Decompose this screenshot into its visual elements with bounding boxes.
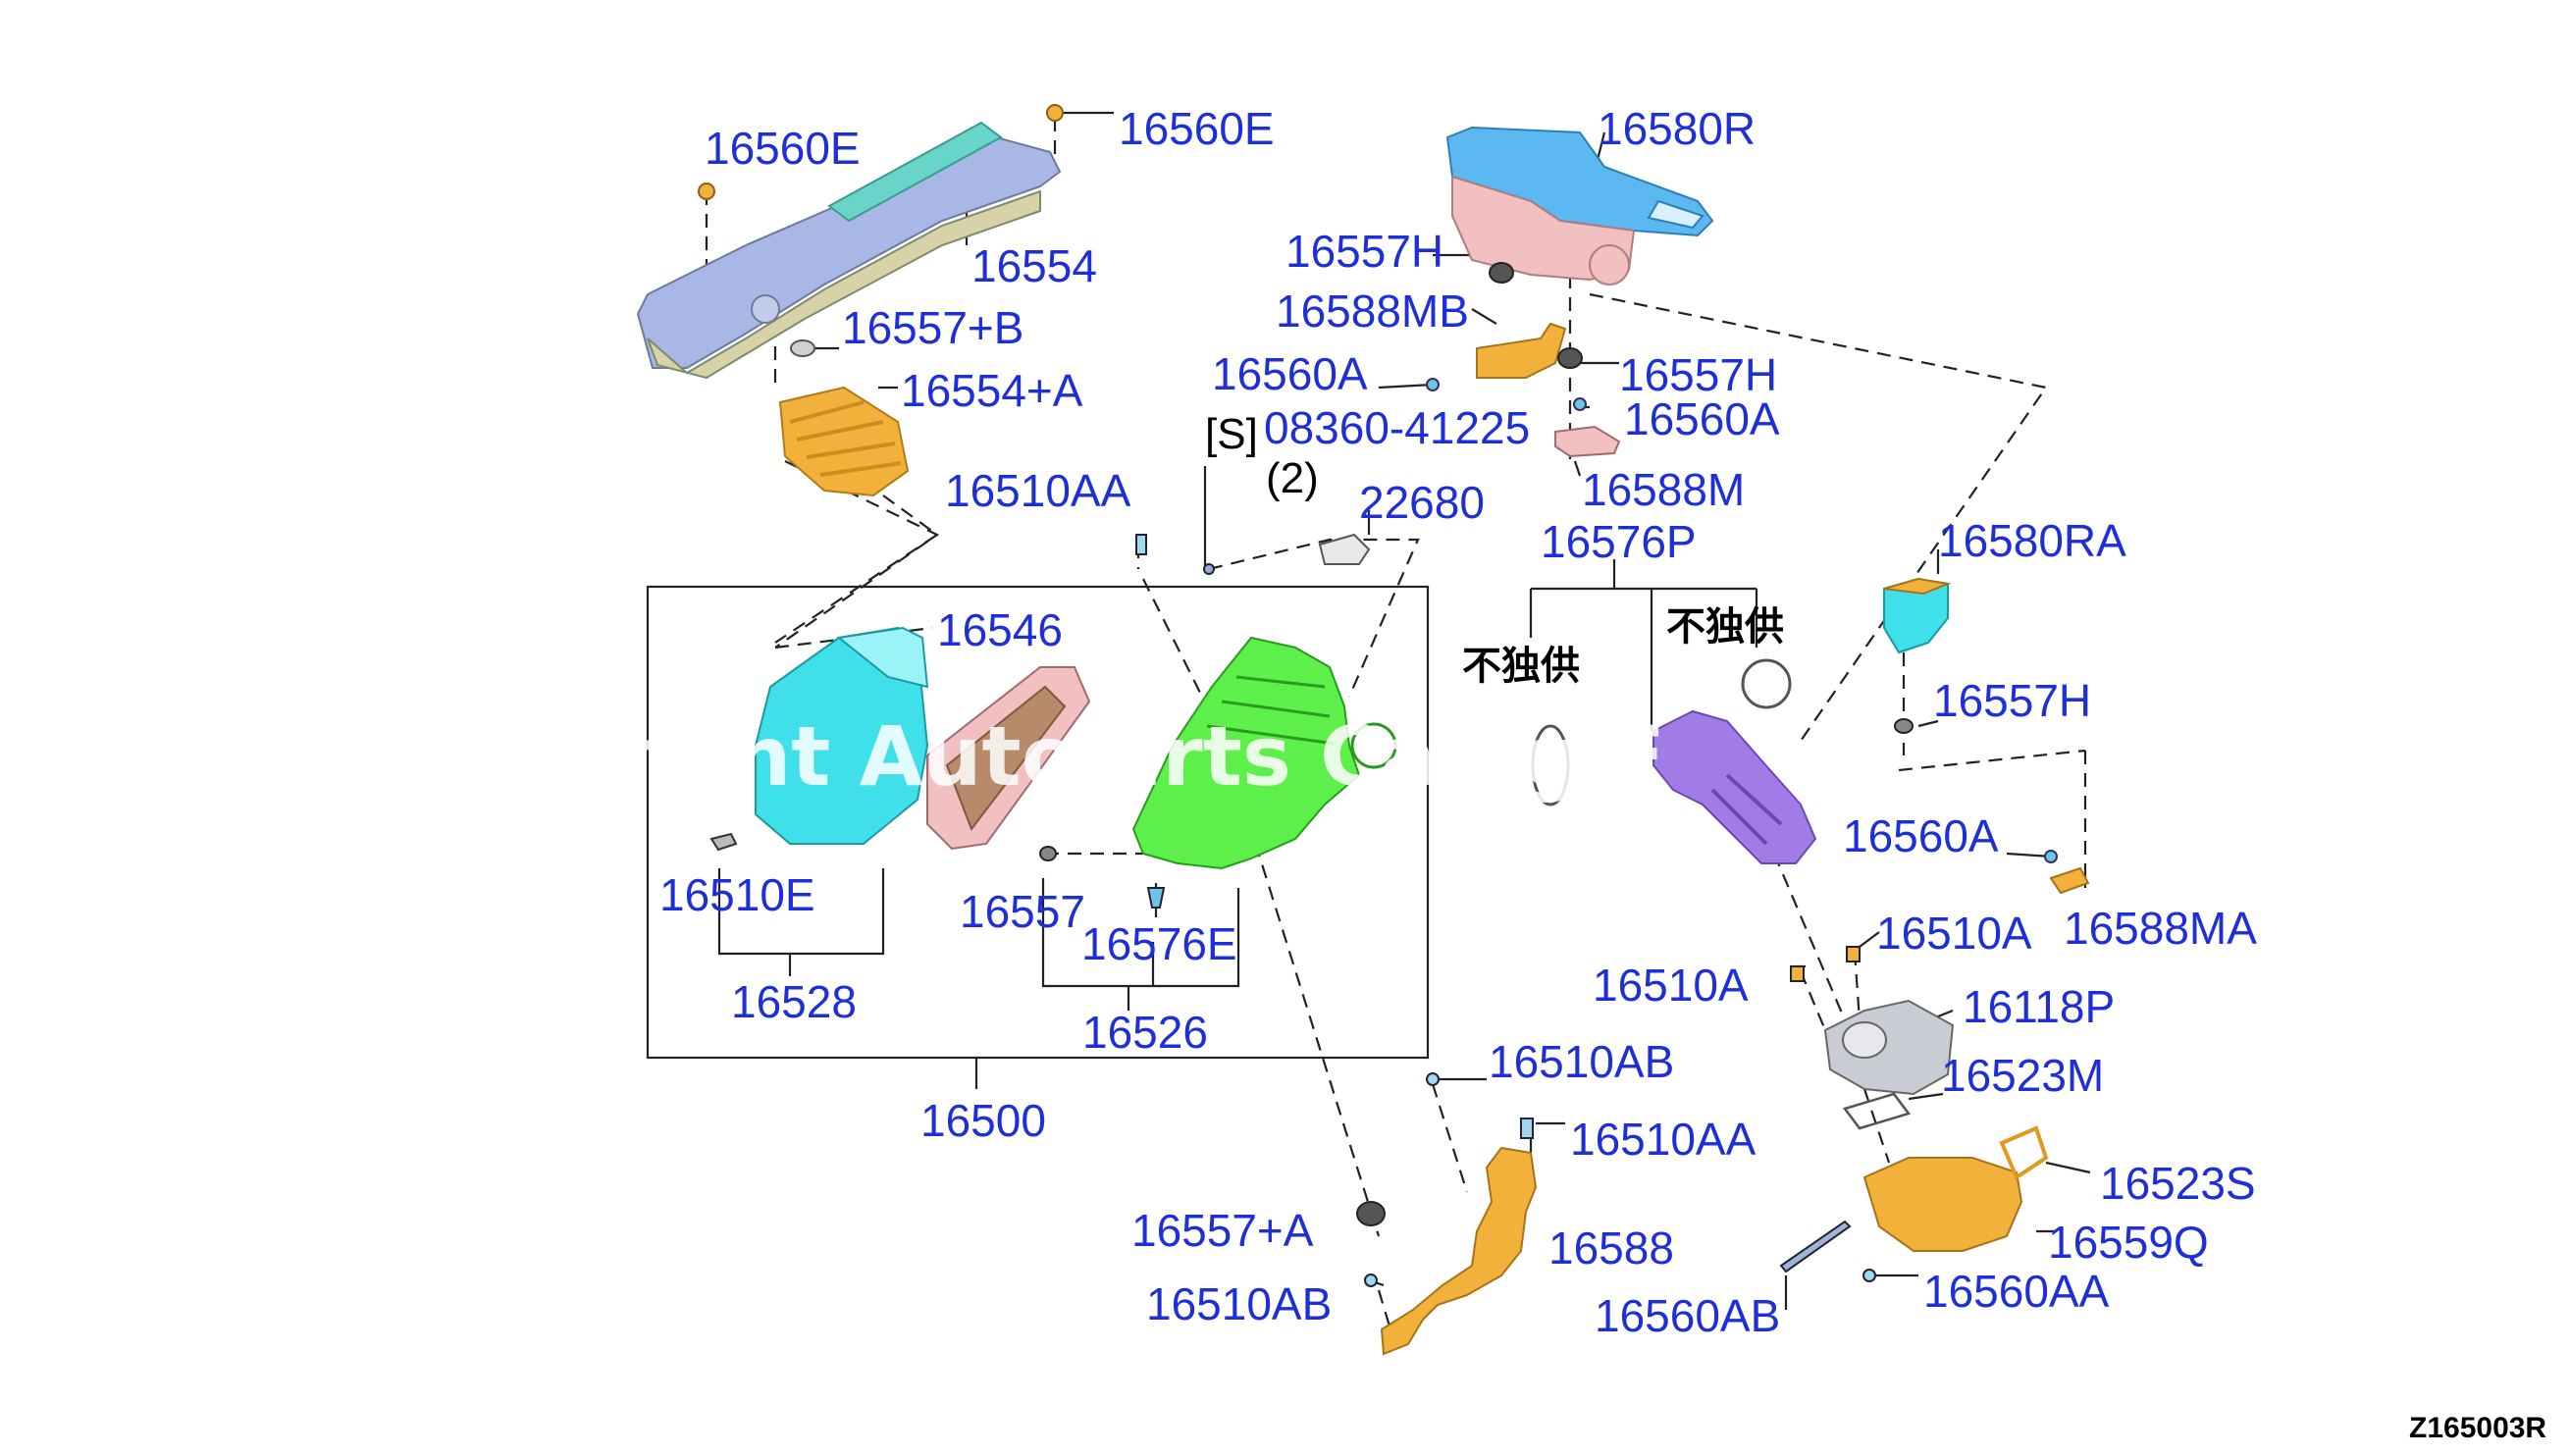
label-16557H-a[interactable]: 16557H xyxy=(1285,226,1443,277)
label-16557H-c[interactable]: 16557H xyxy=(1933,675,2091,726)
part-16526-upper-case xyxy=(1131,636,1397,870)
label-16510AA-b[interactable]: 16510AA xyxy=(1570,1114,1757,1165)
label-16510AA-a[interactable]: 16510AA xyxy=(945,465,1131,516)
label-16560AA[interactable]: 16560AA xyxy=(1923,1266,2110,1317)
part-16523M-gasket xyxy=(1842,1092,1912,1130)
label-16528[interactable]: 16528 xyxy=(731,976,857,1027)
part-16546-filter xyxy=(926,666,1091,851)
watermark-text: nant Auto arts Ca og F xyxy=(618,708,1665,805)
label-16588MB[interactable]: 16588MB xyxy=(1276,286,1469,337)
part-16576E-clip xyxy=(1146,887,1166,909)
part-16554-snorkel-duct xyxy=(636,121,1062,380)
part-16523S-gasket xyxy=(1999,1125,2049,1180)
label-16560E-b[interactable]: 16560E xyxy=(1119,103,1275,154)
label-not-sold-separately-a: 不独供 xyxy=(1462,644,1580,689)
part-16580RA-resonator xyxy=(1883,577,1952,654)
label-16557H-b[interactable]: 16557H xyxy=(1619,349,1777,400)
label-16580R[interactable]: 16580R xyxy=(1598,103,1756,154)
label-16118P[interactable]: 16118P xyxy=(1963,981,2115,1032)
part-16588M-bracket xyxy=(1554,425,1621,458)
drawing-code: Z165003R xyxy=(2409,1412,2546,1444)
part-16588MA-bracket xyxy=(2049,866,2090,895)
label-16557[interactable]: 16557 xyxy=(960,886,1085,937)
label-16588[interactable]: 16588 xyxy=(1548,1222,1674,1274)
label-16560E-a[interactable]: 16560E xyxy=(705,123,861,174)
label-16510AB-a[interactable]: 16510AB xyxy=(1489,1036,1674,1087)
label-16560A-a[interactable]: 16560A xyxy=(1212,348,1368,399)
label-16557A[interactable]: 16557+A xyxy=(1131,1205,1314,1256)
part-16557H-grommets xyxy=(1489,262,1914,734)
part-16510E-bolt xyxy=(709,832,738,852)
label-16576P[interactable]: 16576P xyxy=(1541,516,1697,567)
part-16588-lower-duct xyxy=(1380,1146,1538,1356)
label-16560A-c[interactable]: 16560A xyxy=(1843,810,1999,861)
part-16510A-bolts xyxy=(1790,946,1861,982)
part-16560A-clips xyxy=(1426,378,2058,863)
part-16560AA-bolt xyxy=(1862,1269,1876,1282)
part-hose-clamp xyxy=(1741,658,1792,709)
part-16588MB-bracket xyxy=(1476,322,1567,379)
label-08360-41225[interactable]: 08360-41225 xyxy=(1264,402,1530,453)
part-purple-hose xyxy=(1652,709,1817,864)
part-16554A-rubber-boot xyxy=(778,386,910,497)
part-16510AB-clips xyxy=(1364,1072,1440,1287)
label-16510A-b[interactable]: 16510A xyxy=(1593,960,1749,1011)
label-16588M[interactable]: 16588M xyxy=(1582,464,1745,515)
label-16557B[interactable]: 16557+B xyxy=(842,302,1023,353)
label-16526[interactable]: 16526 xyxy=(1082,1007,1208,1058)
label-16554[interactable]: 16554 xyxy=(971,240,1097,291)
part-16559Q-chamber xyxy=(1862,1157,2023,1252)
part-22680-sensor xyxy=(1318,533,1371,565)
part-16510AA-bolt xyxy=(1135,534,1534,1139)
label-16500[interactable]: 16500 xyxy=(920,1095,1046,1146)
part-clamp-ring xyxy=(1531,724,1570,806)
part-16557A-grommet xyxy=(1356,1201,1386,1226)
label-16523M[interactable]: 16523M xyxy=(1941,1050,2104,1101)
label-16560A-b[interactable]: 16560A xyxy=(1624,393,1780,444)
label-bolt-s: [S] xyxy=(1205,410,1258,458)
part-16580R-resonator xyxy=(1445,126,1714,286)
label-16510A-a[interactable]: 16510A xyxy=(1876,908,2032,959)
label-16546[interactable]: 16546 xyxy=(937,604,1063,655)
part-16528-lower-case xyxy=(755,626,929,845)
label-16588MA[interactable]: 16588MA xyxy=(2064,903,2257,954)
label-16554A[interactable]: 16554+A xyxy=(901,365,1083,416)
part-16560AB-bolt xyxy=(1779,1220,1852,1274)
part-16557B-grommet xyxy=(790,339,815,357)
label-16559Q[interactable]: 16559Q xyxy=(2048,1217,2209,1268)
label-16510E[interactable]: 16510E xyxy=(659,869,815,920)
label-16580RA[interactable]: 16580RA xyxy=(1938,515,2126,566)
label-22680[interactable]: 22680 xyxy=(1359,477,1485,528)
part-16557-grommet xyxy=(1039,846,1057,861)
part-labels: 16560E 16560E 16554 16557+B 16554+A 1651… xyxy=(659,103,2257,1341)
label-16576E[interactable]: 16576E xyxy=(1081,918,1237,969)
part-16560E-clips xyxy=(698,104,1064,200)
label-bolt-qty: (2) xyxy=(1266,454,1319,502)
part-16118P-throttle-body xyxy=(1823,999,1955,1096)
label-16560AB[interactable]: 16560AB xyxy=(1595,1290,1780,1341)
label-16510AB-b[interactable]: 16510AB xyxy=(1146,1278,1332,1329)
part-08360-bolt xyxy=(1203,563,1215,575)
label-not-sold-separately-b: 不独供 xyxy=(1666,604,1784,650)
label-16523S[interactable]: 16523S xyxy=(2100,1158,2256,1209)
